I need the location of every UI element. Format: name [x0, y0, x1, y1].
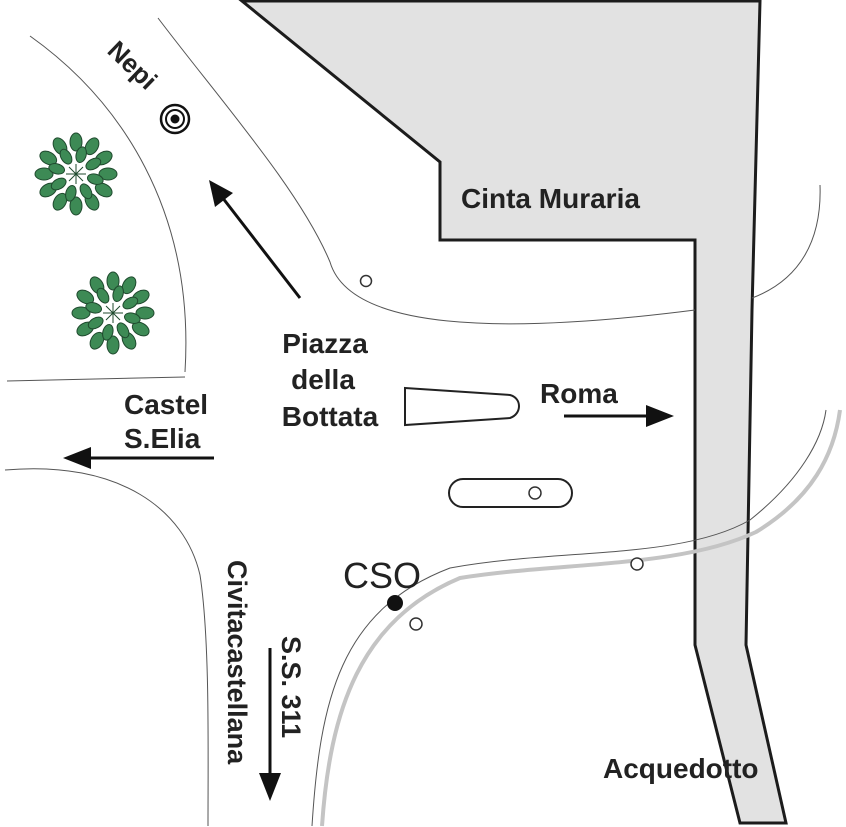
label-civitacastellana: Civitacastellana: [222, 560, 252, 765]
dot-icon: [528, 486, 542, 500]
railway: [320, 409, 842, 827]
arrow-icon: [259, 648, 281, 801]
label-piazza-line2: della: [291, 364, 355, 395]
tree-icon: [34, 132, 118, 216]
arrow-icon: [209, 180, 302, 299]
target-icon: [159, 103, 191, 135]
road-edge-ss311-east: [311, 409, 827, 827]
label-acquedotto: Acquedotto: [603, 753, 759, 784]
road-edge-castel-south: [4, 468, 209, 827]
tree-icon: [71, 271, 155, 355]
dot-icon: [409, 617, 423, 631]
cso-marker: [387, 595, 403, 611]
label-castel-line1: Castel: [124, 389, 208, 420]
city-wall: [238, 0, 788, 825]
label-piazza-line3: Bottata: [282, 401, 379, 432]
label-cinta-muraria: Cinta Muraria: [461, 183, 640, 214]
road-edge-arc-east: [751, 184, 821, 299]
dot-icon: [359, 274, 373, 288]
dot-icon: [630, 557, 644, 571]
label-roma: Roma: [540, 378, 618, 409]
label-nepi: Nepi: [102, 35, 163, 96]
label-cso: CSO: [343, 555, 421, 596]
label-castel-line2: S.Elia: [124, 423, 201, 454]
arrow-icon: [63, 447, 214, 469]
label-ss311: S.S. 311: [276, 636, 306, 738]
piazza-island-trapezoid: [404, 386, 520, 427]
road-edge-castel-north: [6, 376, 186, 382]
piazza-island-rounded: [448, 478, 573, 508]
road-edge-nepi-east: [157, 17, 696, 325]
arrow-icon: [564, 405, 674, 427]
label-piazza-line1: Piazza: [282, 328, 368, 359]
road-edge-nepi-west: [29, 35, 187, 373]
